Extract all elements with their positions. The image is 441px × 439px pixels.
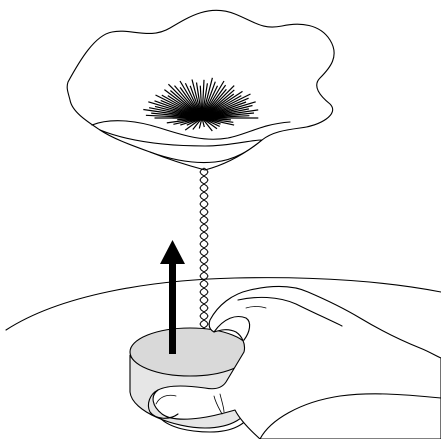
drain-strainer-icon	[67, 10, 334, 170]
bristles	[143, 78, 258, 131]
twisted-wire-icon	[200, 168, 208, 354]
